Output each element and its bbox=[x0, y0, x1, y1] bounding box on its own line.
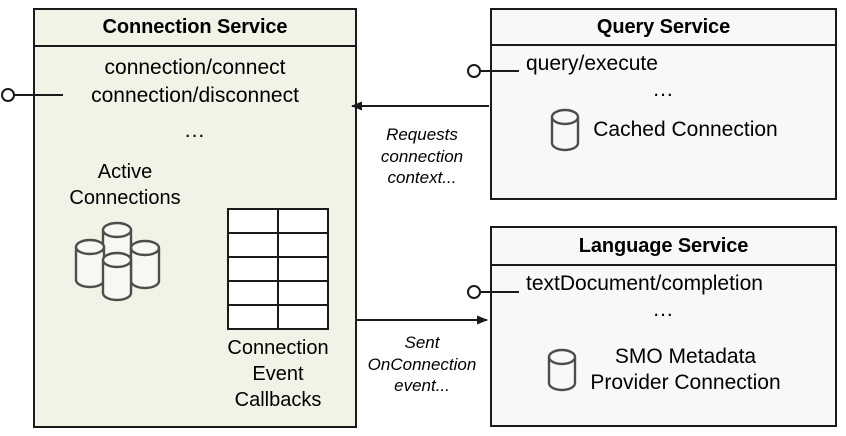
active-connections-group: Active Connections bbox=[41, 160, 209, 305]
component-language-service[interactable]: Language Service textDocument/completion… bbox=[490, 226, 837, 427]
requests-label-line-3: context... bbox=[387, 168, 457, 188]
query-service-body: query/execute ... Cached Connection bbox=[492, 46, 835, 198]
arrow-label-requests-connection-context: Requests connection context... bbox=[362, 124, 482, 189]
requests-label-line-1: Requests bbox=[386, 125, 458, 144]
sent-label-line-3: event... bbox=[394, 376, 450, 396]
query-service-title: Query Service bbox=[492, 10, 835, 46]
connection-service-body: connection/connect connection/disconnect… bbox=[35, 47, 355, 426]
language-service-ellipsis: ... bbox=[653, 298, 674, 321]
database-cylinder-cluster-icon bbox=[41, 217, 209, 305]
arrow-label-sent-onconnection-event: Sent OnConnection event... bbox=[362, 332, 482, 397]
callback-table-icon bbox=[227, 208, 329, 330]
language-service-body: textDocument/completion ... SMO Metadata… bbox=[492, 266, 835, 425]
callbacks-label-line-3: Callbacks bbox=[234, 389, 322, 411]
requests-label-line-2: connection bbox=[380, 146, 464, 166]
query-service-resource: Cached Connection bbox=[492, 108, 835, 152]
language-service-resource: SMO Metadata Provider Connection bbox=[492, 344, 835, 395]
connection-event-callbacks-label: Connection Event Callbacks bbox=[203, 335, 353, 413]
database-cylinder-icon bbox=[548, 348, 577, 391]
component-connection-service[interactable]: Connection Service connection/connect co… bbox=[33, 8, 357, 428]
database-cylinder-icon bbox=[551, 108, 580, 152]
resource-label-line-2: Provider Connection bbox=[590, 370, 781, 394]
connection-service-ellipsis: ... bbox=[184, 119, 206, 142]
endpoint-connection-disconnect: connection/disconnect bbox=[91, 83, 299, 107]
resource-label-line-1: SMO Metadata bbox=[614, 345, 757, 368]
endpoint-connection-connect: connection/connect bbox=[104, 56, 286, 79]
active-connections-label-line-1: Active bbox=[97, 161, 153, 183]
callbacks-label-line-1: Connection bbox=[227, 337, 329, 359]
query-service-ellipsis: ... bbox=[653, 78, 674, 101]
callbacks-label-line-2: Event bbox=[252, 363, 304, 385]
sent-label-line-2: OnConnection bbox=[367, 354, 477, 374]
active-connections-label: Active Connections bbox=[41, 160, 209, 211]
cached-connection-label: Cached Connection bbox=[593, 118, 778, 142]
active-connections-label-line-2: Connections bbox=[69, 186, 181, 209]
language-service-title: Language Service bbox=[492, 228, 835, 266]
connection-event-callbacks-group: Connection Event Callbacks bbox=[203, 207, 353, 413]
connection-service-endpoints: connection/connect connection/disconnect bbox=[35, 54, 355, 110]
endpoint-query-execute: query/execute bbox=[526, 52, 658, 75]
smo-metadata-provider-connection-label: SMO Metadata Provider Connection bbox=[590, 344, 780, 395]
component-query-service[interactable]: Query Service query/execute ... Cached C… bbox=[490, 8, 837, 200]
endpoint-textdocument-completion: textDocument/completion bbox=[526, 272, 763, 295]
connection-service-title: Connection Service bbox=[35, 10, 355, 47]
sent-label-line-1: Sent bbox=[404, 333, 440, 352]
